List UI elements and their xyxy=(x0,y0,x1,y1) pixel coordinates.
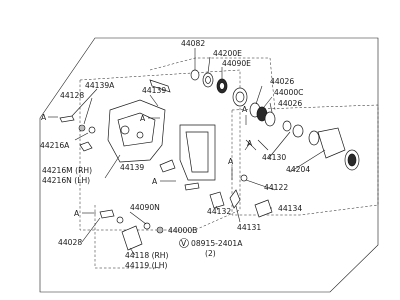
washer xyxy=(282,120,292,132)
label-44216m: 44216M (RH) xyxy=(42,166,92,175)
label-44216n: 44216N (LH) xyxy=(42,176,90,185)
label-44200e: 44200E xyxy=(213,49,242,58)
leader-lines xyxy=(71,48,326,256)
leader-44130 xyxy=(267,131,291,160)
caliper-assembly-outline xyxy=(79,69,241,231)
seal-inner xyxy=(219,82,225,90)
label-44128: 44128 xyxy=(60,91,84,100)
pin-44132 xyxy=(209,191,225,209)
leader-44026a xyxy=(255,85,263,105)
leader-44216a xyxy=(74,132,89,141)
spring-44090n xyxy=(143,222,151,230)
ref-letter-a-7: A xyxy=(247,139,253,148)
pin-44139a xyxy=(59,115,75,123)
label-44028: 44028 xyxy=(58,238,82,247)
label-44139-top: 44139 xyxy=(142,86,166,95)
label-44139-mid: 44139 xyxy=(120,163,144,172)
leader-44000c xyxy=(263,96,273,108)
spacer xyxy=(308,130,320,146)
leader-44204 xyxy=(289,149,326,173)
bolt-symbol-circle xyxy=(179,238,189,248)
diagram-frame xyxy=(39,37,379,293)
label-44216a: 44216A xyxy=(40,141,70,150)
leader-44139a xyxy=(71,88,98,117)
caliper-body xyxy=(107,99,216,181)
leader-44200e xyxy=(207,56,211,74)
label-44134: 44134 xyxy=(278,204,302,213)
label-44132: 44132 xyxy=(207,207,231,216)
ref-letter-a-2: A xyxy=(152,177,158,186)
leader-44139-top xyxy=(149,94,159,107)
bleeder-cap xyxy=(116,216,124,224)
label-44090n: 44090N xyxy=(130,203,160,212)
piston-44204 xyxy=(317,127,346,159)
piston-seal-inner xyxy=(347,153,357,167)
bushing-44122 xyxy=(240,174,248,182)
label-44130: 44130 xyxy=(262,153,286,162)
label-44026-a: 44026 xyxy=(270,77,294,86)
leader-44028 xyxy=(81,217,101,243)
leader-44118 xyxy=(129,247,136,256)
leader-44132 xyxy=(215,205,219,211)
bracket-cutout xyxy=(185,131,209,173)
label-44131: 44131 xyxy=(237,223,261,232)
label-44090e: 44090E xyxy=(222,59,251,68)
label-44026-b: 44026 xyxy=(278,99,302,108)
label-44118: 44118 (RH) xyxy=(125,251,169,260)
label-44139a: 44139A xyxy=(85,81,115,90)
label-08915: 08915-2401A xyxy=(191,239,243,248)
ref-letter-a-4: A xyxy=(74,209,80,218)
leader-rod-a xyxy=(245,139,257,151)
boot-inner xyxy=(205,76,211,84)
leader-44026b xyxy=(269,102,273,113)
pin-44131 xyxy=(229,189,241,209)
leader-44216m xyxy=(104,154,121,179)
label-44000b: 44000B xyxy=(168,226,197,235)
label-44000c: 44000C xyxy=(274,88,303,97)
small-hardware xyxy=(59,115,200,191)
pin-44139b xyxy=(159,159,176,173)
label-44122: 44122 xyxy=(264,183,288,192)
seal-kit-outline xyxy=(149,57,276,111)
slide-pin xyxy=(184,182,200,191)
leader-44128 xyxy=(83,97,93,125)
caliper-hole-1 xyxy=(120,125,130,135)
label-08915-qty: (2) xyxy=(205,249,216,258)
leader-rod-b xyxy=(257,139,269,151)
ref-letter-a-1: A xyxy=(140,114,146,123)
ref-letter-a-3: A xyxy=(41,113,47,122)
piston-boot-inner xyxy=(235,91,245,103)
label-44119: 44119 (LH) xyxy=(125,261,167,270)
leader-44122 xyxy=(245,179,276,191)
label-44204: 44204 xyxy=(286,165,310,174)
caliper-hole-2 xyxy=(136,131,144,139)
ring-44026b xyxy=(264,111,276,127)
guide-pin xyxy=(149,79,171,93)
arrow-a-7 xyxy=(244,142,251,151)
caliper-window xyxy=(117,112,156,147)
ring-44082 xyxy=(190,69,200,81)
label-44082: 44082 xyxy=(181,39,205,48)
bolt-44134 xyxy=(254,199,273,218)
clip-44216a xyxy=(88,126,96,134)
pin-44128 xyxy=(78,124,86,132)
ref-letter-a-5: A xyxy=(242,105,248,114)
nut xyxy=(292,124,304,138)
boot-seal-group xyxy=(149,69,248,107)
bleeder-44028 xyxy=(99,209,115,219)
ref-letter-a-6: A xyxy=(228,157,234,166)
reference-arrows xyxy=(48,115,251,214)
bolt-symbol: V xyxy=(181,239,187,248)
leader-44131 xyxy=(235,205,241,223)
seal-44000b xyxy=(156,226,164,234)
leader-44090n xyxy=(129,211,147,225)
pin-44216 xyxy=(79,141,93,152)
pad-clip-44118 xyxy=(121,225,143,251)
lower-kit-outline xyxy=(94,205,160,269)
lower-hardware xyxy=(99,174,273,251)
